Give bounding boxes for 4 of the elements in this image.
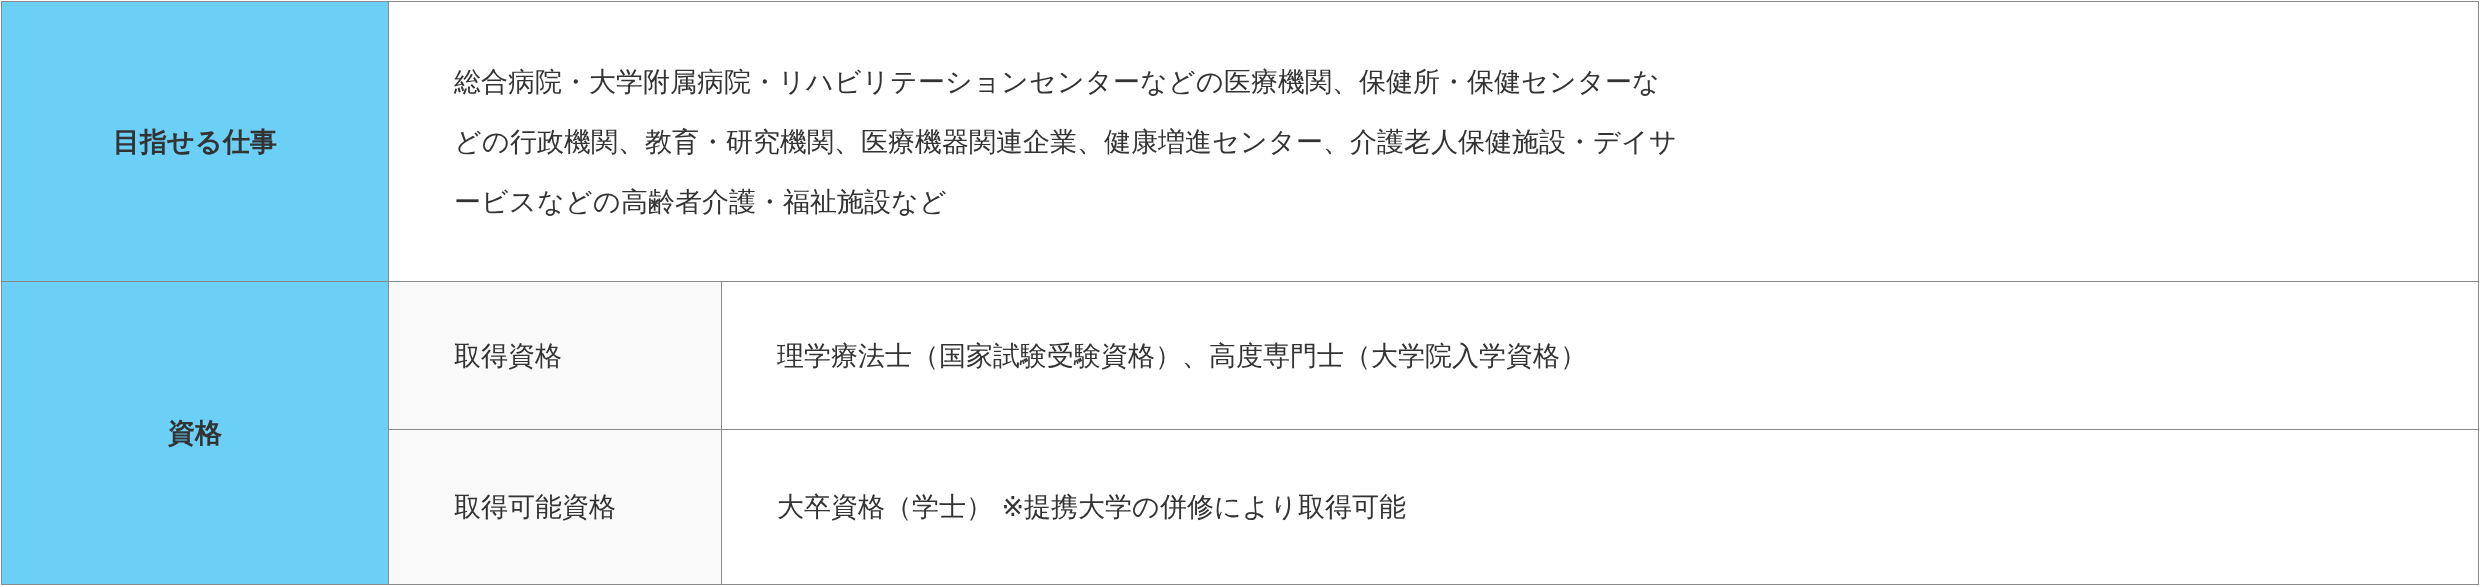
sub-header: 取得資格: [389, 282, 722, 430]
row-header: 資格: [2, 282, 389, 584]
sub-header: 取得可能資格: [389, 430, 722, 584]
row-header: 目指せる仕事: [2, 2, 389, 282]
